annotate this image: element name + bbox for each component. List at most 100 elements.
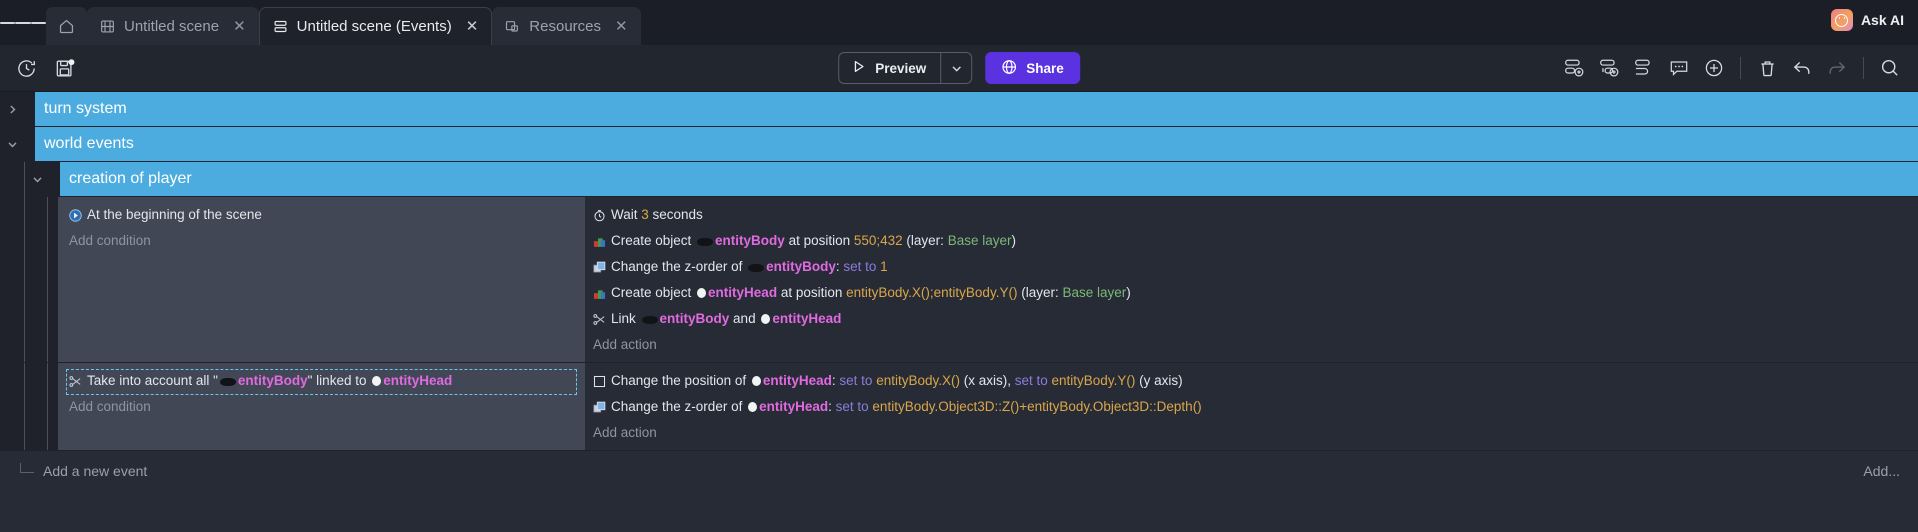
add-right-label[interactable]: Add... xyxy=(1863,463,1900,479)
instruction-text-part: (x axis), xyxy=(959,373,1015,388)
action-item[interactable]: Create object entityBody at position 550… xyxy=(590,229,1910,255)
event-indent-spacer xyxy=(0,197,24,362)
instruction-text-part: Link xyxy=(611,311,640,326)
conditions-column[interactable]: Take into account all "entityBody" linke… xyxy=(58,363,586,450)
instruction-text: Change the z-order of entityBody: set to… xyxy=(611,256,888,277)
action-item[interactable]: Change the z-order of entityHead: set to… xyxy=(590,395,1910,421)
add-link-event-icon[interactable] xyxy=(1628,52,1660,84)
hamburger-menu-icon[interactable] xyxy=(0,0,46,45)
instruction-text-part: entityHead xyxy=(708,285,778,300)
add-instruction-icon[interactable] xyxy=(1698,52,1730,84)
add-sub-event-icon[interactable] xyxy=(1593,52,1625,84)
tab-home[interactable] xyxy=(46,7,87,45)
position-icon xyxy=(593,373,606,394)
instruction-text-part: Base layer xyxy=(947,233,1012,248)
preview-options-chevron-down-icon[interactable] xyxy=(940,53,971,83)
action-item[interactable]: Link entityBody and entityHead xyxy=(590,307,1910,333)
group-indent-spacer xyxy=(24,92,35,127)
instruction-text-part: at position xyxy=(784,233,854,248)
group-toggle-chevron-down-icon[interactable] xyxy=(0,127,24,162)
group-indent-spacer xyxy=(0,162,24,197)
event-group-creation-of-player: creation of player xyxy=(0,162,1918,197)
group-title-world-events[interactable]: world events xyxy=(35,127,1918,162)
delete-icon[interactable] xyxy=(1751,52,1783,84)
instruction-text-part: : xyxy=(831,373,840,388)
instruction-text-part: : xyxy=(828,399,836,414)
event-gutter[interactable] xyxy=(48,197,58,362)
instruction-text: Change the position of entityHead: set t… xyxy=(611,370,1183,391)
tab-close-icon[interactable]: ✕ xyxy=(233,17,246,35)
add-new-event-row[interactable]: Add a new event Add... xyxy=(0,451,1918,491)
event-indent-spacer xyxy=(0,363,24,450)
save-floppy-icon[interactable] xyxy=(48,52,80,84)
nesting-line xyxy=(47,363,48,450)
add-action-button[interactable]: Add action xyxy=(593,425,657,440)
tab-close-icon[interactable]: ✕ xyxy=(465,18,479,35)
instruction-text-part: entityBody.Object3D::Z()+entityBody.Obje… xyxy=(872,399,1202,414)
preview-button[interactable]: Preview xyxy=(839,53,940,83)
instruction-text-part: Wait xyxy=(611,207,642,222)
instruction-text-part: entityBody xyxy=(766,259,836,274)
instruction-text-part: Change the position of xyxy=(611,373,750,388)
object-thumbnail-entityhead xyxy=(697,288,707,298)
instruction-text-part: " linked to xyxy=(307,373,371,388)
instruction-text-part: set to xyxy=(839,373,877,388)
group-toggle-chevron-right-icon[interactable] xyxy=(0,92,24,127)
tab-resources[interactable]: Resources ✕ xyxy=(492,7,641,45)
preview-label: Preview xyxy=(875,60,927,76)
instruction-text-part: : xyxy=(835,259,844,274)
tab-close-icon[interactable]: ✕ xyxy=(615,17,628,35)
condition-item[interactable]: At the beginning of the scene xyxy=(66,203,577,229)
instruction-text-part: ) xyxy=(1126,285,1131,300)
tab-untitled-scene-events[interactable]: Untitled scene (Events) ✕ xyxy=(258,7,493,45)
object-thumbnail-entityhead xyxy=(748,402,758,412)
hamburger-line xyxy=(30,21,46,24)
instruction-text-part: entityBody xyxy=(659,311,730,326)
group-indent-spacer xyxy=(24,127,35,162)
group-indent-spacer xyxy=(49,162,60,197)
z-order-icon xyxy=(593,259,606,280)
instruction-text-part: entityHead xyxy=(759,399,829,414)
group-toggle-chevron-down-icon[interactable] xyxy=(25,162,49,197)
add-new-event-label[interactable]: Add a new event xyxy=(43,463,148,479)
instruction-text-part: Take into account all " xyxy=(87,373,218,388)
action-item[interactable]: Change the z-order of entityBody: set to… xyxy=(590,255,1910,281)
share-button[interactable]: Share xyxy=(985,52,1080,84)
undo-icon[interactable] xyxy=(1786,52,1818,84)
link-objects-icon xyxy=(593,311,606,332)
add-event-icon[interactable] xyxy=(1558,52,1590,84)
history-clock-icon[interactable] xyxy=(10,52,42,84)
tab-untitled-scene[interactable]: Untitled scene ✕ xyxy=(87,7,259,45)
add-comment-icon[interactable] xyxy=(1663,52,1695,84)
search-icon[interactable] xyxy=(1874,52,1906,84)
action-item[interactable]: Create object entityHead at position ent… xyxy=(590,281,1910,307)
instruction-text-part: entityBody.X();entityBody.Y() xyxy=(846,285,1018,300)
actions-column[interactable]: Change the position of entityHead: set t… xyxy=(586,363,1918,450)
instruction-text-part: Base layer xyxy=(1062,285,1127,300)
condition-item[interactable]: Take into account all "entityBody" linke… xyxy=(66,369,577,395)
instruction-text-part: 1 xyxy=(880,259,888,274)
create-object-icon xyxy=(593,285,606,306)
group-title-creation-of-player[interactable]: creation of player xyxy=(60,162,1918,197)
redo-icon[interactable] xyxy=(1821,52,1853,84)
ask-ai-button[interactable]: Ask AI xyxy=(1830,9,1904,31)
instruction-text-part: entityBody.X() xyxy=(876,373,960,388)
object-thumbnail-entitybody xyxy=(219,378,236,386)
add-action-button[interactable]: Add action xyxy=(593,337,657,352)
instruction-text: Take into account all "entityBody" linke… xyxy=(87,370,452,391)
add-condition-button[interactable]: Add condition xyxy=(69,233,151,248)
instruction-text: Change the z-order of entityHead: set to… xyxy=(611,396,1202,417)
event-gutter[interactable] xyxy=(48,363,58,450)
instruction-text-part: (layer: xyxy=(1017,285,1063,300)
action-item[interactable]: Change the position of entityHead: set t… xyxy=(590,369,1910,395)
event-indent-spacer xyxy=(25,363,47,450)
home-icon xyxy=(58,18,75,35)
object-thumbnail-entityhead xyxy=(751,376,761,386)
group-title-turn-system[interactable]: turn system xyxy=(35,92,1918,127)
add-condition-button[interactable]: Add condition xyxy=(69,399,151,414)
toolbar-right-group xyxy=(1558,52,1918,84)
action-item[interactable]: Wait 3 seconds xyxy=(590,203,1910,229)
